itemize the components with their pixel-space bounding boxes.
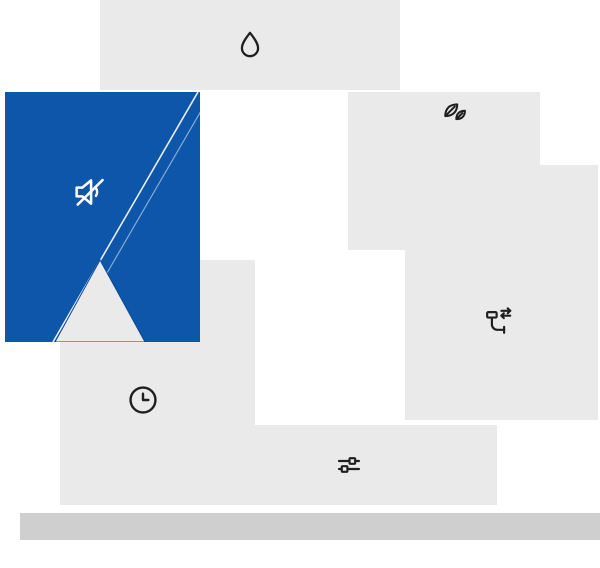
bottom-tray-bar bbox=[20, 513, 600, 540]
tile-settings-sliders[interactable] bbox=[200, 425, 497, 505]
tile-hose-connection[interactable] bbox=[405, 165, 598, 420]
muted-speaker-icon bbox=[68, 170, 112, 214]
sliders-icon bbox=[333, 449, 365, 481]
tile-mute-selected[interactable] bbox=[5, 92, 200, 342]
hose-connection-swap-icon bbox=[479, 304, 517, 342]
ribbon-decoration bbox=[52, 92, 200, 342]
clock-icon bbox=[125, 382, 161, 418]
tile-water-drop[interactable] bbox=[100, 0, 400, 90]
eco-leaves-icon bbox=[436, 96, 472, 132]
water-drop-icon bbox=[233, 28, 267, 62]
